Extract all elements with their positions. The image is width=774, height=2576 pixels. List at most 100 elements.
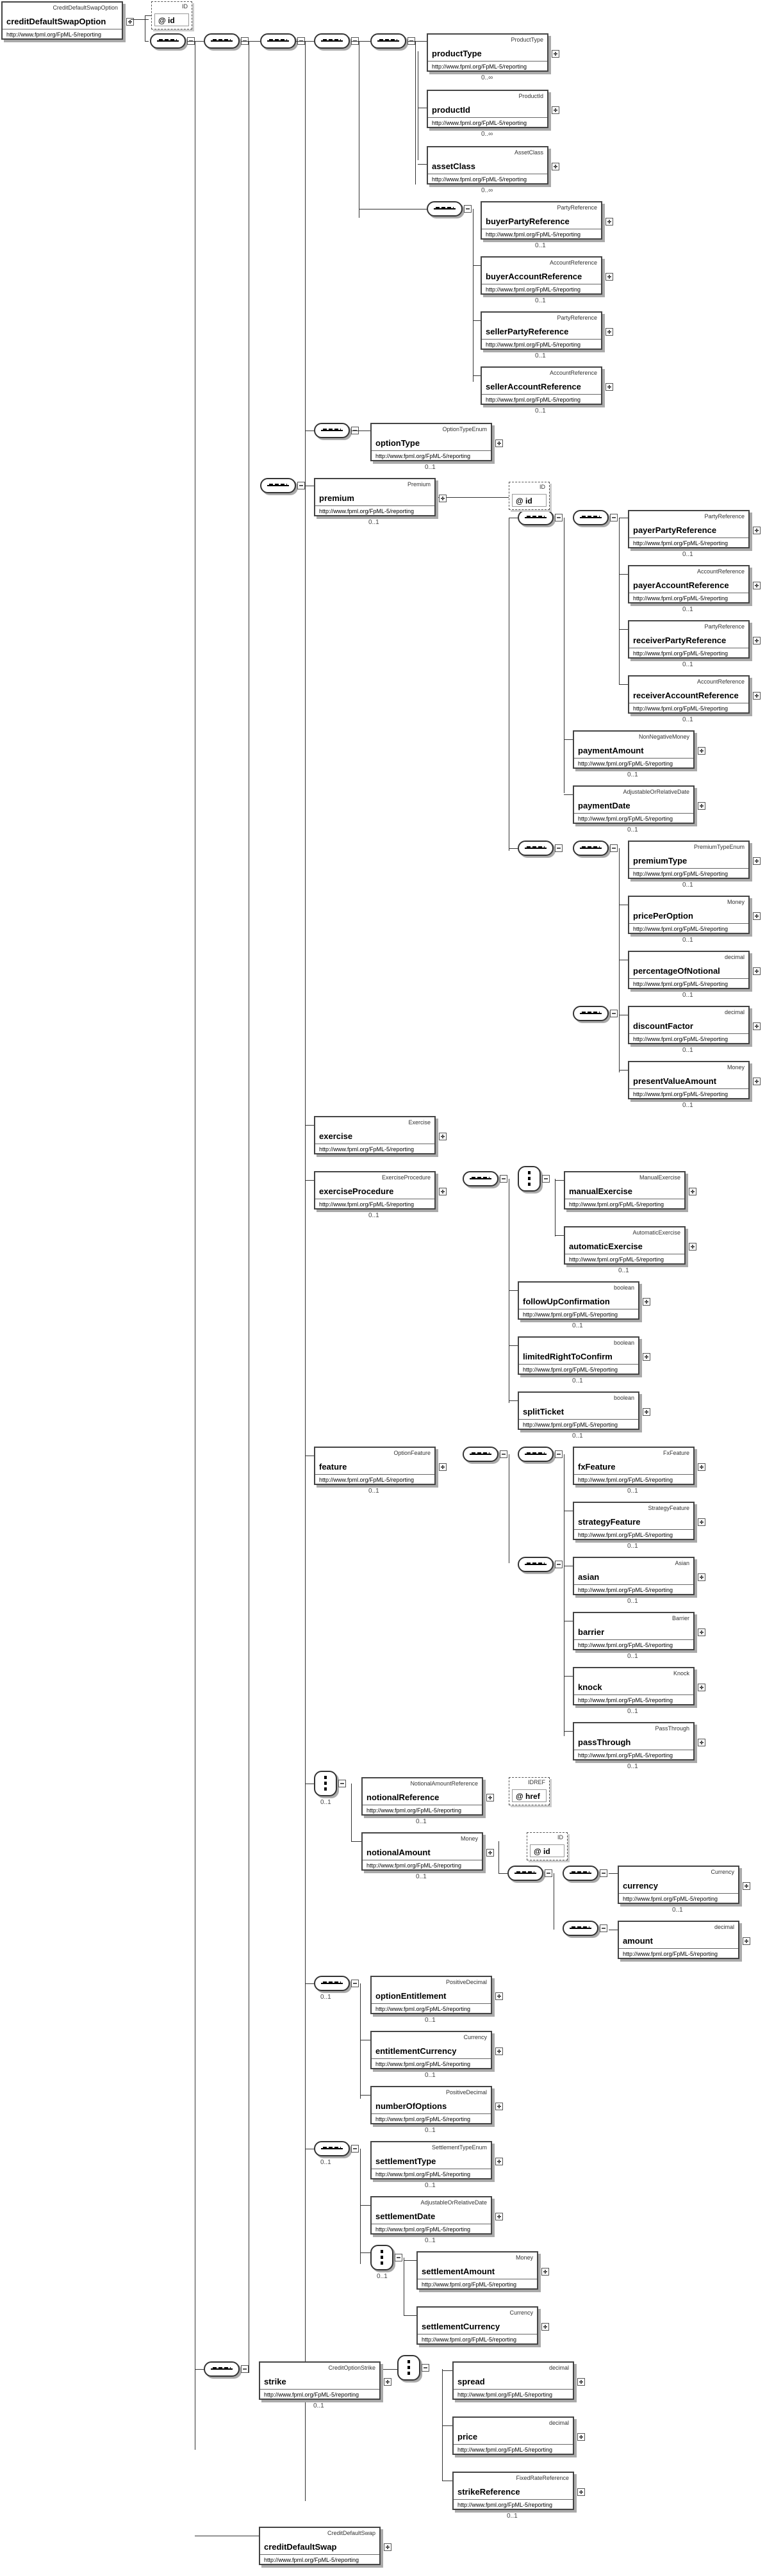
collapse-icon[interactable] xyxy=(338,1780,346,1787)
expand-icon[interactable] xyxy=(577,2378,585,2386)
collapse-icon[interactable] xyxy=(351,1980,359,1987)
collapse-icon[interactable] xyxy=(600,1869,607,1877)
expand-icon[interactable] xyxy=(486,1849,494,1857)
collapse-icon[interactable] xyxy=(395,2254,402,2261)
sequence[interactable] xyxy=(427,201,463,217)
expand-icon[interactable] xyxy=(439,495,447,502)
expand-icon[interactable] xyxy=(753,967,761,975)
sequence[interactable] xyxy=(518,510,554,525)
sequence[interactable] xyxy=(573,841,609,856)
sequence[interactable] xyxy=(463,1171,498,1186)
expand-icon[interactable] xyxy=(495,2158,503,2165)
collapse-icon[interactable] xyxy=(610,514,618,521)
sequence[interactable] xyxy=(518,1447,554,1462)
expand-icon[interactable] xyxy=(541,2323,549,2331)
expand-icon[interactable] xyxy=(753,637,761,644)
expand-icon[interactable] xyxy=(552,163,559,170)
expand-icon[interactable] xyxy=(698,802,705,810)
sequence[interactable] xyxy=(314,2141,350,2156)
expand-icon[interactable] xyxy=(743,1882,750,1890)
expand-icon[interactable] xyxy=(384,2543,391,2551)
attribute-href[interactable]: IDREF@ href xyxy=(509,1777,550,1805)
collapse-icon[interactable] xyxy=(600,1924,607,1932)
expand-icon[interactable] xyxy=(698,1573,705,1581)
expand-icon[interactable] xyxy=(753,1022,761,1030)
sequence[interactable] xyxy=(260,478,296,493)
collapse-icon[interactable] xyxy=(545,1869,552,1877)
sequence[interactable] xyxy=(518,1557,554,1572)
expand-icon[interactable] xyxy=(495,439,503,447)
expand-icon[interactable] xyxy=(753,1078,761,1085)
expand-icon[interactable] xyxy=(577,2488,585,2496)
sequence[interactable] xyxy=(260,33,296,49)
attribute-id[interactable]: ID@ id xyxy=(527,1832,568,1860)
expand-icon[interactable] xyxy=(698,1739,705,1746)
collapse-icon[interactable] xyxy=(241,2365,249,2373)
sequence[interactable] xyxy=(204,33,240,49)
expand-icon[interactable] xyxy=(643,1408,650,1416)
expand-icon[interactable] xyxy=(698,1684,705,1691)
collapse-icon[interactable] xyxy=(610,1010,618,1017)
expand-icon[interactable] xyxy=(495,2103,503,2110)
sequence[interactable] xyxy=(314,33,350,49)
collapse-icon[interactable] xyxy=(500,1450,507,1458)
expand-icon[interactable] xyxy=(753,527,761,534)
collapse-icon[interactable] xyxy=(464,205,472,213)
root-sequence[interactable] xyxy=(150,33,186,49)
attribute-id[interactable]: ID@ id xyxy=(151,1,192,29)
choice[interactable] xyxy=(370,2245,393,2270)
expand-icon[interactable] xyxy=(439,1188,447,1195)
sequence[interactable] xyxy=(314,423,350,438)
expand-icon[interactable] xyxy=(495,1992,503,2000)
sequence[interactable] xyxy=(463,1447,498,1462)
expand-icon[interactable] xyxy=(552,106,559,114)
expand-icon[interactable] xyxy=(689,1243,696,1251)
collapse-icon[interactable] xyxy=(297,482,305,489)
expand-icon[interactable] xyxy=(577,2433,585,2441)
expand-icon[interactable] xyxy=(495,2213,503,2220)
collapse-icon[interactable] xyxy=(610,844,618,852)
choice[interactable] xyxy=(314,1771,337,1796)
expand-icon[interactable] xyxy=(605,383,613,391)
expand-icon[interactable] xyxy=(643,1298,650,1306)
sequence[interactable] xyxy=(314,1976,350,1991)
expand-icon[interactable] xyxy=(753,857,761,865)
sequence[interactable] xyxy=(573,510,609,525)
collapse-icon[interactable] xyxy=(500,1175,507,1183)
collapse-icon[interactable] xyxy=(555,844,563,852)
expand-icon[interactable] xyxy=(495,2047,503,2055)
